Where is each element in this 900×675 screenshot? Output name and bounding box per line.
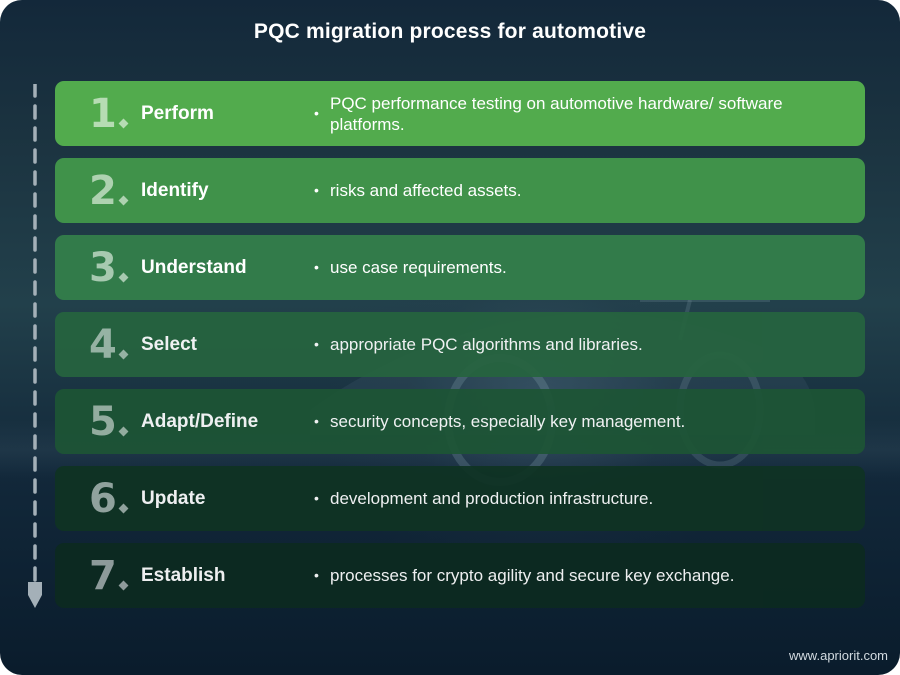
website-url: www.apriorit.com [789,648,888,663]
step-number-dot [118,503,129,514]
bullet-icon: • [314,413,319,429]
step-row: 6 Update • development and production infra… [55,466,865,531]
step-row: 4 Select • appropriate PQC algorithms and l… [55,312,865,377]
step-number: 3 [89,245,129,291]
step-number-dot [118,272,129,283]
step-action: Select [141,334,197,355]
step-description: security concepts, especially key manage… [330,412,686,431]
step-number: 2 [89,168,129,214]
bullet-icon: • [314,567,319,583]
page-title: PQC migration process for automotive [253,20,647,43]
arrow-down-icon [28,582,42,608]
step-action: Understand [141,257,247,278]
step-row: 1 Perform • PQC performance testing on auto… [55,81,865,146]
step-action: Adapt/Define [141,411,259,432]
step-description: use case requirements. [330,258,507,277]
step-number: 1 [89,91,129,137]
step-row: 7 Establish • processes for crypto agility … [55,543,865,608]
step-description: risks and affected assets. [330,181,522,200]
step-action: Establish [141,565,226,586]
step-number: 7 [89,553,129,599]
step-number: 5 [89,399,129,445]
step-number-dot [118,118,129,129]
step-number-dot [118,349,129,360]
step-number: 6 [89,476,129,522]
bullet-icon: • [314,259,319,275]
step-description: processes for crypto agility and secure … [330,566,735,585]
step-action: Identify [141,180,209,201]
step-row: 3 Understand • use case requirements. [55,235,865,300]
step-number: 4 [89,322,129,368]
step-description: PQC performance testing on automotive ha… [330,93,783,134]
timeline-arrow [28,84,42,608]
step-action: Update [141,488,206,509]
step-action: Perform [141,103,214,124]
step-number-dot [118,195,129,206]
bullet-icon: • [314,182,319,198]
step-row: 5 Adapt/Define • security concepts, especia… [55,389,865,454]
bullet-icon: • [314,105,319,121]
bullet-icon: • [314,336,319,352]
bullet-icon: • [314,490,319,506]
step-description: appropriate PQC algorithms and libraries… [330,335,643,354]
step-number-dot [118,580,129,591]
step-description: development and production infrastructur… [330,489,654,508]
step-number-dot [118,426,129,437]
step-row: 2 Identify • risks and affected assets. [55,158,865,223]
